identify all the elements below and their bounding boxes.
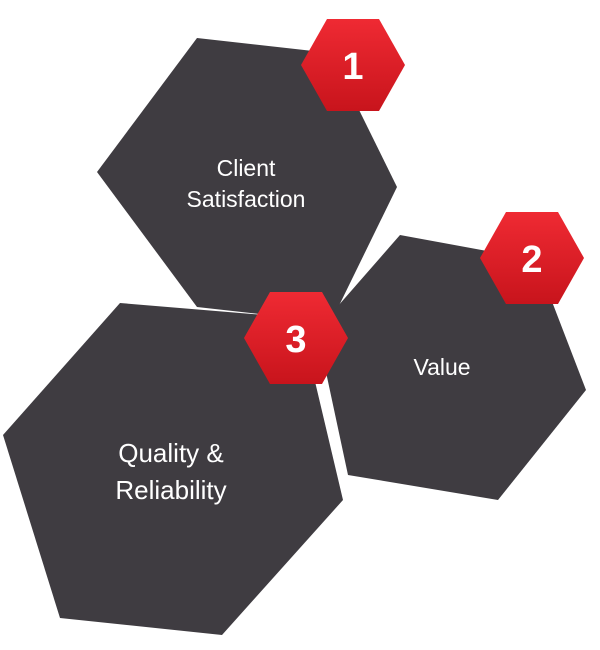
hexagon-client-satisfaction: Client Satisfaction bbox=[97, 38, 397, 322]
badge-hexagon bbox=[244, 292, 348, 384]
hexagon-label-line1: Client bbox=[217, 155, 276, 181]
hexagon-label-line2: Reliability bbox=[115, 475, 226, 505]
badge-number: 2 bbox=[521, 239, 542, 281]
number-badge-3: 3 bbox=[244, 292, 348, 384]
hexagon-label-line1: Quality & bbox=[118, 438, 224, 468]
badge-hexagon bbox=[301, 19, 405, 111]
hexagon-shape bbox=[3, 303, 343, 635]
hexagon-quality-reliability: Quality & Reliability bbox=[3, 303, 343, 635]
badge-number: 3 bbox=[285, 319, 306, 361]
badge-number: 1 bbox=[342, 46, 363, 88]
badge-hexagon bbox=[480, 212, 584, 304]
number-badge-2: 2 bbox=[480, 212, 584, 304]
hexagon-label-line2: Satisfaction bbox=[187, 186, 306, 212]
hexagon-label-line1: Value bbox=[413, 354, 470, 380]
hexagon-shape bbox=[97, 38, 397, 322]
number-badge-1: 1 bbox=[301, 19, 405, 111]
